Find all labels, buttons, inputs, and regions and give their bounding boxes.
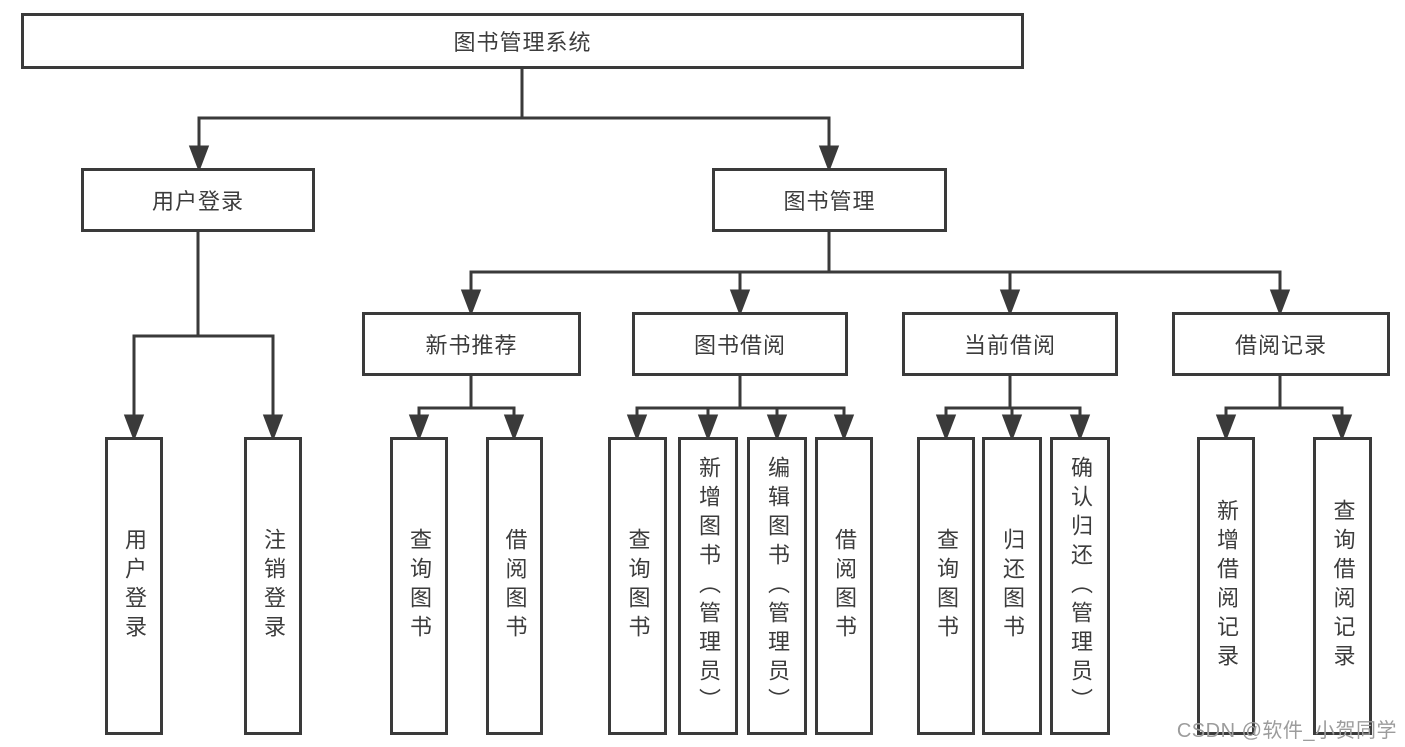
node-label: 借阅记录: [1234, 333, 1327, 358]
node-label: 借阅图书: [502, 528, 528, 644]
node-label: 新增借阅记录: [1214, 499, 1239, 673]
edges-book-management: [460, 230, 1291, 317]
node-label: 注销登录: [261, 528, 286, 644]
arrowhead: [1269, 289, 1291, 317]
arrowhead: [729, 289, 751, 317]
arrowhead: [1069, 414, 1091, 442]
leaf-nbr-query-books: 查询图书: [390, 437, 448, 735]
arrowhead: [999, 289, 1021, 317]
node-label: 归还图书: [1000, 528, 1025, 644]
node-label: 当前借阅: [963, 333, 1056, 358]
edges-root: [188, 67, 840, 173]
edges-user-login: [123, 230, 284, 442]
arrowhead: [1001, 414, 1023, 442]
arrowhead: [123, 414, 145, 442]
node-borrowing-records: 借阅记录: [1172, 312, 1390, 376]
leaf-bb-add-books-admin: 新增图书（管理员）: [678, 437, 738, 735]
node-current-borrowing: 当前借阅: [902, 312, 1118, 376]
node-book-management: 图书管理: [712, 168, 947, 232]
edges-borrowing-records: [1215, 374, 1353, 442]
arrowhead: [408, 414, 430, 442]
arrowhead: [1215, 414, 1237, 442]
arrowhead: [626, 414, 648, 442]
edges-book-borrowing: [626, 374, 855, 442]
node-label: 查询图书: [934, 528, 959, 644]
node-label: 编辑图书（管理员）: [765, 455, 790, 717]
arrowhead: [503, 414, 525, 442]
leaf-br-query-record: 查询借阅记录: [1313, 437, 1372, 735]
leaf-cb-return-books: 归还图书: [982, 437, 1042, 735]
arrowhead: [833, 414, 855, 442]
leaf-bb-edit-books-admin: 编辑图书（管理员）: [747, 437, 807, 735]
arrowhead: [188, 145, 210, 173]
arrowhead: [766, 414, 788, 442]
arrowhead: [262, 414, 284, 442]
node-label: 图书借阅: [693, 333, 786, 358]
leaf-bb-borrow-books: 借阅图书: [815, 437, 873, 735]
leaf-bb-query-books: 查询图书: [608, 437, 667, 735]
leaf-nbr-borrow-books: 借阅图书: [486, 437, 543, 735]
node-label: 新书推荐: [425, 333, 518, 358]
leaf-cb-query-books: 查询图书: [917, 437, 975, 735]
leaf-user-login: 用户登录: [105, 437, 163, 735]
edges-current-borrowing: [935, 374, 1091, 442]
node-label: 用户登录: [151, 189, 244, 214]
node-label: 确认归还（管理员）: [1068, 455, 1093, 717]
arrowhead: [697, 414, 719, 442]
node-label: 新增图书（管理员）: [696, 455, 721, 717]
node-new-book-recommendation: 新书推荐: [362, 312, 581, 376]
arrowhead: [935, 414, 957, 442]
leaf-cb-confirm-return-admin: 确认归还（管理员）: [1050, 437, 1110, 735]
arrowhead: [1331, 414, 1353, 442]
node-label: 用户登录: [122, 528, 147, 644]
edges-new-book-recommendation: [408, 374, 525, 442]
node-label: 借阅图书: [832, 528, 857, 644]
node-label: 图书管理系统: [453, 30, 592, 55]
arrowhead: [818, 145, 840, 173]
arrowhead: [460, 289, 482, 317]
watermark: CSDN @软件_小贺同学: [1176, 720, 1397, 742]
leaf-br-add-record: 新增借阅记录: [1197, 437, 1255, 735]
leaf-logout: 注销登录: [244, 437, 302, 735]
node-label: 查询图书: [625, 528, 651, 644]
node-user-login: 用户登录: [81, 168, 315, 232]
node-label: 图书管理: [783, 189, 876, 214]
node-library-management-system: 图书管理系统: [21, 13, 1024, 69]
node-label: 查询图书: [407, 528, 432, 644]
node-book-borrowing: 图书借阅: [632, 312, 848, 376]
node-label: 查询借阅记录: [1330, 499, 1356, 673]
